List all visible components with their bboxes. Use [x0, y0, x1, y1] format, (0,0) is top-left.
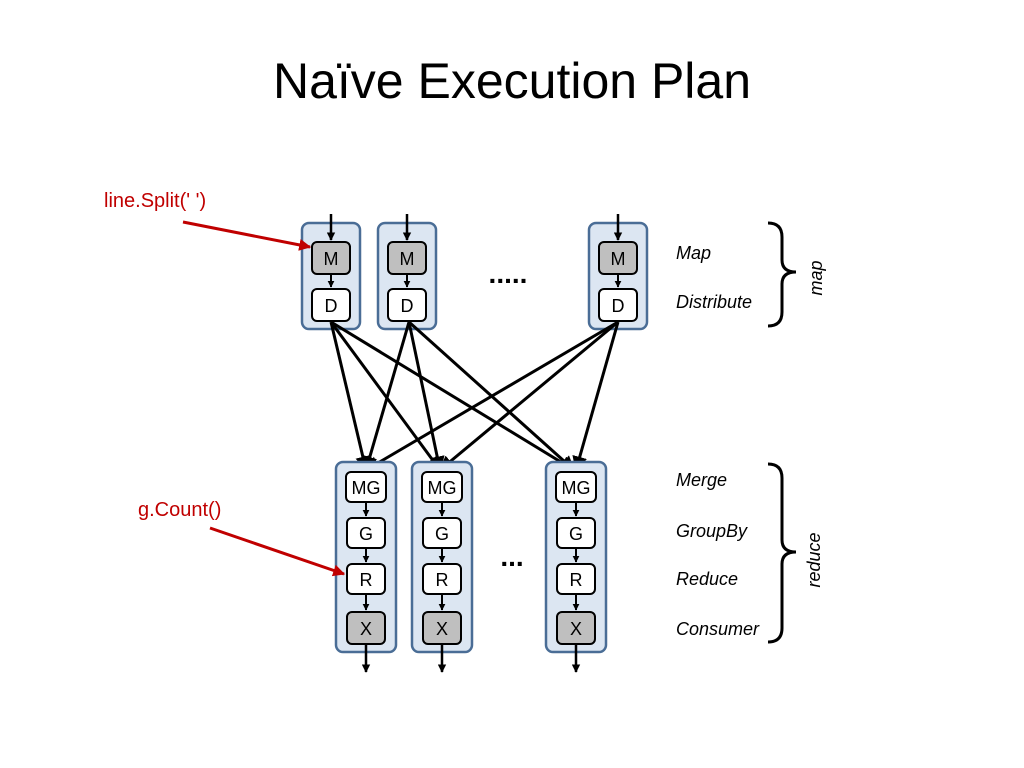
consumer-node-label: X: [436, 619, 448, 639]
reduce-node-label: R: [570, 570, 583, 590]
reduce-annotation: g.Count(): [138, 499, 221, 521]
distribute-node: [387, 288, 427, 322]
map-brace: [767, 221, 797, 328]
map-group-label: map: [806, 260, 826, 295]
consumer-node-label: X: [570, 619, 582, 639]
reduce-node-label: R: [360, 570, 373, 590]
map-annotation: line.Split(' '): [104, 190, 206, 212]
page-title: Naïve Execution Plan: [272, 53, 752, 109]
map-vertex-3: M D: [587, 214, 649, 331]
stage-label-distribute: Distribute: [676, 292, 752, 312]
shuffle-edges: [329, 320, 620, 472]
stage-label-consumer: Consumer: [676, 619, 760, 639]
distribute-node-label: D: [612, 296, 625, 316]
merge-node-label: MG: [562, 478, 591, 498]
distribute-node-label: D: [325, 296, 338, 316]
distribute-node-label: D: [401, 296, 414, 316]
map-ellipsis: .....: [489, 258, 528, 289]
reduce-node-label: R: [436, 570, 449, 590]
reduce-ellipsis: ...: [500, 541, 523, 572]
reduce-annotation-arrow: [209, 526, 346, 577]
merge-node-label: MG: [352, 478, 381, 498]
map-vertex-1: M D: [300, 214, 362, 331]
distribute-node: [311, 288, 351, 322]
map-annotation-arrow: [182, 220, 312, 251]
stage-label-reduce: Reduce: [676, 569, 738, 589]
reduce-vertex-1: MG G R X: [334, 460, 398, 673]
map-node-label: M: [324, 249, 339, 269]
reduce-vertex-2: MG G R X: [410, 460, 474, 673]
stage-label-merge: Merge: [676, 470, 727, 490]
map-vertex-2: M D: [376, 214, 438, 331]
merge-node-label: MG: [428, 478, 457, 498]
consumer-node-label: X: [360, 619, 372, 639]
map-node-label: M: [400, 249, 415, 269]
reduce-group-label: reduce: [804, 532, 824, 587]
reduce-vertex-3: MG G R X: [544, 460, 608, 673]
reduce-brace: [767, 462, 797, 644]
distribute-node: [598, 288, 638, 322]
map-node-label: M: [611, 249, 626, 269]
stage-label-map: Map: [676, 243, 711, 263]
groupby-node-label: G: [435, 524, 449, 544]
groupby-node-label: G: [569, 524, 583, 544]
groupby-node-label: G: [359, 524, 373, 544]
stage-label-groupby: GroupBy: [676, 521, 748, 541]
